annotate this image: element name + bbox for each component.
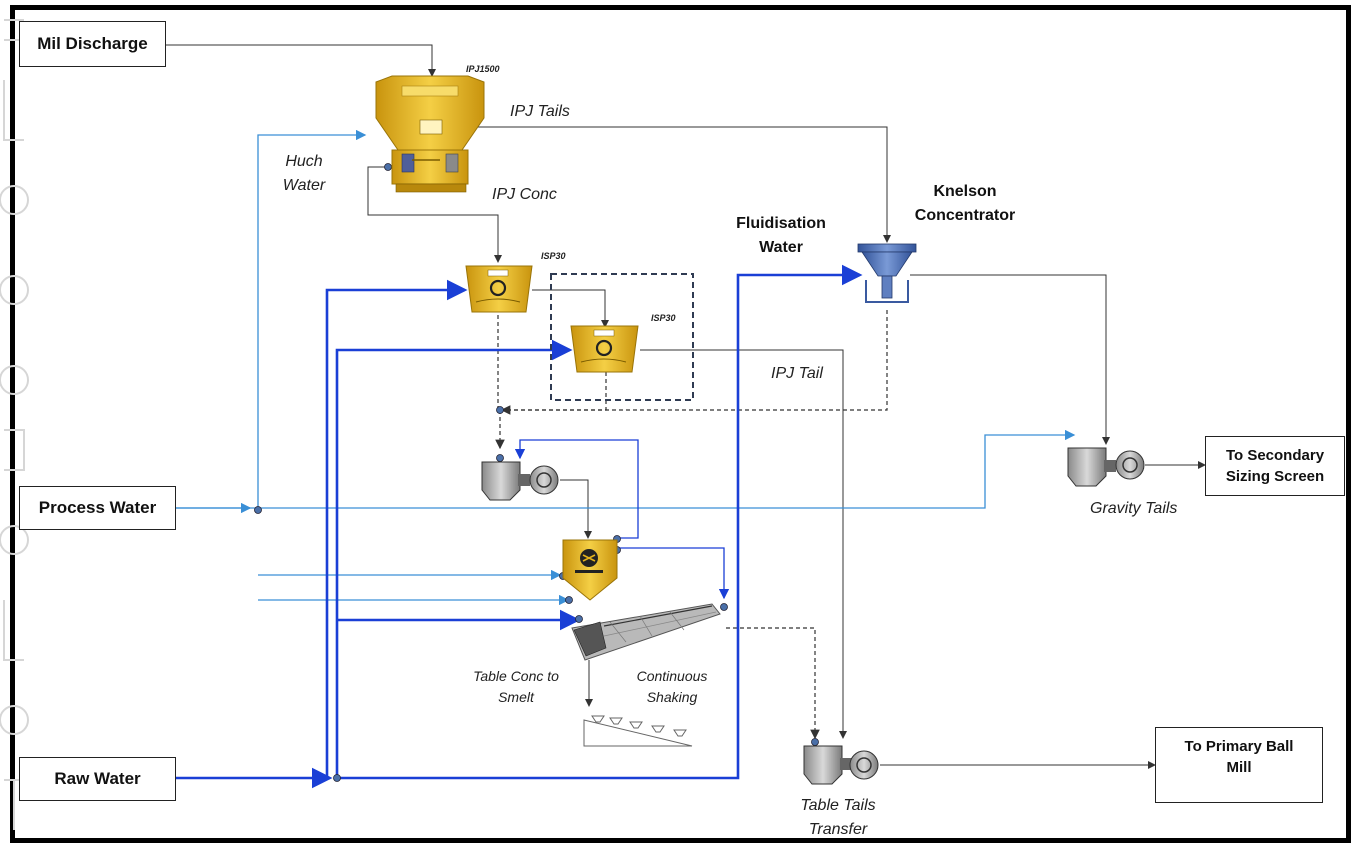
gekko-recycle-line [514, 439, 639, 539]
process-water-main-line [175, 429, 1076, 509]
secondary-sizing-screen-label: To Secondary Sizing Screen [1225, 447, 1325, 485]
secondary-sizing-screen-box: To Secondary Sizing Screen [1205, 436, 1345, 496]
pump-sump-gravity-tails [1067, 447, 1145, 487]
table-tails-dashed [726, 627, 820, 740]
gekko-to-table-line [618, 547, 730, 600]
huch-water-label: Huch Water [282, 153, 326, 194]
shaking-table-unit [571, 603, 721, 661]
junction-dot [333, 774, 341, 782]
raw-water-label: Raw Water [54, 769, 141, 789]
gekko-cone-unit [562, 539, 618, 601]
pump-sump-table-tails [803, 745, 879, 785]
process-water-label: Process Water [38, 498, 157, 518]
isp1-to-isp2-line [532, 289, 609, 328]
fluidisation-water-line [337, 264, 863, 780]
knelson-concentrator-unit [857, 243, 917, 303]
raw-water-box: Raw Water [19, 757, 176, 801]
raw-water-riser-right [335, 339, 573, 778]
isp30-dashed-boundary [550, 273, 694, 401]
huch-water-line [257, 129, 367, 510]
mil-discharge-label: Mil Discharge [37, 34, 148, 54]
pump1-to-gekko-line [560, 479, 592, 539]
ipj-tails-label: IPJ Tails [510, 103, 570, 120]
isp30-unit-1 [465, 265, 533, 313]
isp30-tag-2: ISP30 [651, 313, 676, 323]
ipj1500-unit [375, 75, 485, 193]
ipj-conc-label: IPJ Conc [492, 186, 557, 203]
ipj1500-tag: IPJ1500 [466, 64, 500, 74]
junction-dot [565, 596, 573, 604]
mil-discharge-line [165, 44, 436, 77]
watermark [0, 19, 29, 830]
ipj-tails-line [478, 126, 891, 243]
primary-ball-mill-label: To Primary Ball Mill [1184, 738, 1294, 776]
junction-dot [384, 163, 392, 171]
ipj-tail-label: IPJ Tail [771, 365, 823, 382]
junction-dot [254, 506, 262, 514]
junction-dot [496, 406, 504, 414]
primary-ball-mill-box: To Primary Ball Mill [1155, 727, 1323, 803]
junction-dot [720, 603, 728, 611]
junction-dot [811, 738, 819, 746]
gravity-tails-label: Gravity Tails [1090, 500, 1178, 517]
knelson-conc-dashed [500, 310, 888, 415]
isp2-conc-dashed [500, 372, 607, 411]
isp30-unit-2 [570, 325, 639, 373]
raw-water-riser-left [325, 279, 468, 778]
junction-dot [496, 454, 504, 462]
table-tails-label: Table Tails Transfer [800, 797, 876, 838]
continuous-shaking-label: Continuous Shaking [636, 668, 708, 705]
diagram-frame [10, 5, 1351, 843]
process-water-box: Process Water [19, 486, 176, 530]
fluidisation-water-label: Fluidisation Water [736, 215, 826, 256]
mil-discharge-box: Mil Discharge [19, 21, 166, 67]
conc-launder-unit [583, 715, 693, 747]
pump-sump-1 [481, 461, 559, 501]
table-conc-label: Table Conc to Smelt [473, 668, 559, 705]
knelson-concentrator-label: Knelson Concentrator [914, 183, 1016, 224]
knelson-tails-line [910, 274, 1110, 445]
isp30-tag-1: ISP30 [541, 251, 566, 261]
ipj-conc-line [367, 166, 502, 263]
isp2-tail-line [640, 349, 847, 739]
junction-dot [575, 615, 583, 623]
